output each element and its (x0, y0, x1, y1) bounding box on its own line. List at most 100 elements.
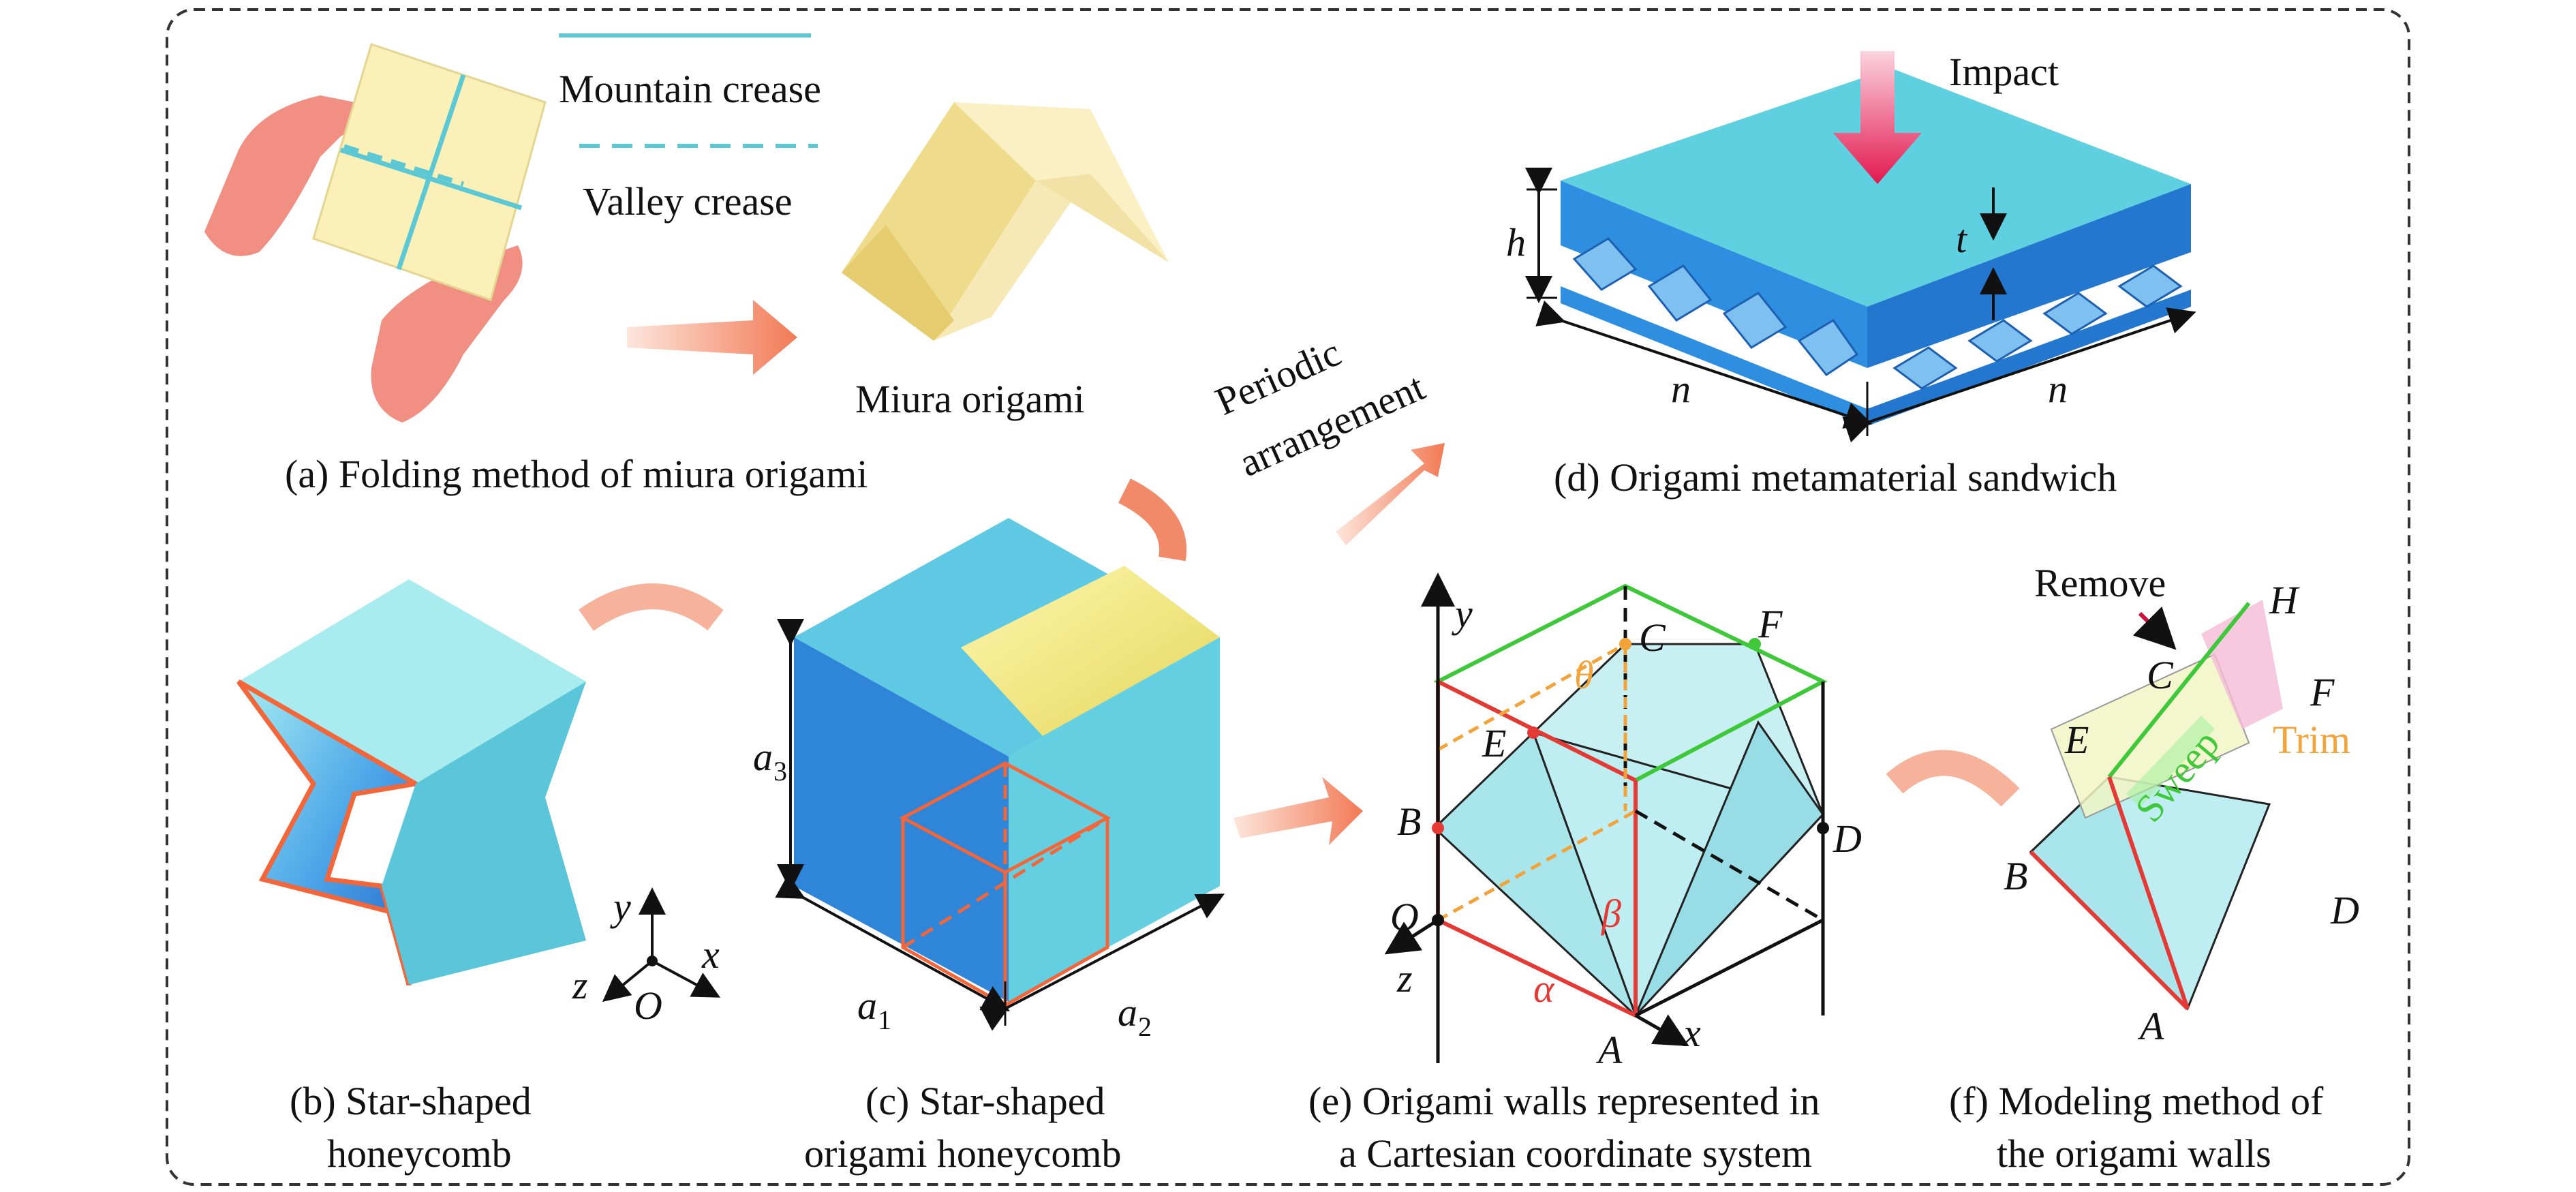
panel-e: y z x O A B C D E F θ α β (e) Origami wa… (1308, 572, 1862, 1176)
caption-b-line1: (b) Star-shaped (290, 1079, 532, 1123)
e-orange-diag (1437, 809, 1637, 922)
f-red-edge-2 (2029, 850, 2190, 1011)
a1-dimension (775, 874, 1011, 1011)
e-label-z: z (1396, 956, 1413, 1000)
e-label-beta: β (1601, 891, 1621, 936)
b-label-o: O (634, 983, 662, 1028)
f-remove-label: Remove (2034, 561, 2166, 605)
e-point-c (1619, 638, 1631, 650)
b-label-z: z (572, 963, 588, 1007)
n-dimension-right (1842, 307, 2196, 443)
miura-origami-shape (842, 102, 1169, 341)
caption-e-line2: a Cartesian coordinate system (1339, 1131, 1812, 1176)
periodic-arrow-group: Periodic arrangement (1209, 330, 1445, 545)
legend-valley-label: Valley crease (583, 179, 793, 224)
f-label-f: F (2310, 670, 2335, 714)
f-sweep-band (2126, 716, 2215, 808)
impact-label: Impact (1949, 50, 2059, 94)
valley-crease-line (343, 144, 465, 187)
e-label-y: y (1452, 592, 1473, 636)
curved-arrow-f-to-e (1886, 750, 2020, 807)
periodic-arrow (1336, 443, 1445, 545)
caption-c-line2: origami honeycomb (804, 1131, 1122, 1176)
e-dashed-black (1634, 809, 1824, 922)
f-h-plane (2201, 600, 2283, 729)
miura-label: Miura origami (855, 377, 1085, 421)
e-point-f (1749, 638, 1761, 650)
f-trim-label: Trim (2273, 718, 2350, 762)
curved-arrow-b-to-c (579, 583, 724, 631)
a3-label-main: a (753, 735, 773, 779)
e-point-b (1432, 822, 1444, 834)
sandwich-top-face (1561, 68, 2191, 307)
e-black-bottom (1634, 918, 1824, 1018)
caption-b-line2: honeycomb (327, 1131, 512, 1176)
impact-arrow (1833, 51, 1922, 184)
arrow-c-to-e (1233, 777, 1363, 845)
caption-a: (a) Folding method of miura origami (285, 452, 868, 496)
b-axis-z (602, 960, 654, 1003)
f-label-b: B (2004, 854, 2027, 898)
e-orange-top (1437, 642, 1627, 752)
f-green-edge (2107, 602, 2251, 778)
n-dimension-left (1535, 300, 1873, 429)
e-label-a: A (1595, 1028, 1623, 1072)
b-label-x: x (701, 932, 720, 977)
e-label-c: C (1639, 615, 1666, 660)
h-label: h (1506, 220, 1526, 264)
caption-f-line2: the origami walls (1997, 1131, 2271, 1176)
f-red-edge-1 (2107, 776, 2190, 1009)
a2-label-sub: 2 (1138, 1011, 1152, 1042)
panel-c: a 3 a 1 a 2 (c) Star-shaped origami hone… (753, 518, 1225, 1176)
b-axis-x (651, 960, 721, 998)
e-label-o: O (1390, 895, 1419, 939)
t-label: t (1956, 217, 1968, 261)
e-label-d: D (1833, 816, 1862, 861)
panel-b: y x z O (b) Star-shaped honeycomb (236, 579, 721, 1176)
n-label-left: n (1671, 367, 1691, 411)
fold-arrow (627, 300, 797, 375)
panel-f: Remove H C F E Sweep Trim B D A (f) Mode… (1949, 561, 2359, 1176)
star-right-face (382, 682, 586, 985)
b-origin-dot (647, 956, 658, 966)
e-label-b: B (1397, 799, 1421, 844)
curved-arrow-a-to-c (1118, 478, 1187, 562)
caption-c-line1: (c) Star-shaped (865, 1079, 1105, 1123)
f-label-c: C (2147, 653, 2174, 697)
f-label-a: A (2137, 1004, 2164, 1048)
e-label-f: F (1758, 602, 1783, 646)
legend-mountain-label: Mountain crease (559, 67, 821, 111)
e-point-o (1432, 914, 1444, 926)
remove-arrow (2132, 606, 2177, 650)
e-point-d (1817, 822, 1829, 834)
a1-label-sub: 1 (878, 1005, 891, 1035)
f-label-d: D (2330, 888, 2359, 932)
e-label-x: x (1683, 1011, 1701, 1055)
e-label-theta: θ (1574, 653, 1594, 697)
caption-d: (d) Origami metamaterial sandwich (1554, 455, 2117, 500)
e-label-e: E (1482, 721, 1506, 765)
c-yellow-face (961, 566, 1220, 736)
star-top-face (239, 579, 586, 784)
f-trim-plane (2050, 653, 2250, 819)
e-point-e (1527, 727, 1539, 739)
f-label-e: E (2064, 718, 2089, 762)
f-label-h: H (2269, 578, 2300, 622)
a2-dimension (979, 893, 1225, 1031)
a3-label-sub: 3 (773, 756, 787, 786)
panel-a: Mountain crease Valley crease Miura orig… (204, 33, 1169, 496)
e-label-alpha: α (1533, 966, 1555, 1011)
panel-d: Impact h t n n (d) Origami metamaterial … (1506, 50, 2196, 500)
e-wall-face-4 (1634, 720, 1824, 1017)
caption-e-line1: (e) Origami walls represented in (1308, 1079, 1820, 1123)
n-label-right: n (2048, 367, 2068, 411)
dashed-frame (166, 8, 2410, 1186)
e-axis-x (1634, 1013, 1689, 1046)
e-axis-z (1384, 918, 1439, 955)
a1-label-main: a (857, 983, 877, 1028)
b-label-y: y (610, 885, 631, 929)
a2-label-main: a (1118, 990, 1137, 1035)
caption-f-line1: (f) Modeling method of (1949, 1079, 2324, 1123)
e-wall-face-2 (1432, 731, 1637, 1017)
